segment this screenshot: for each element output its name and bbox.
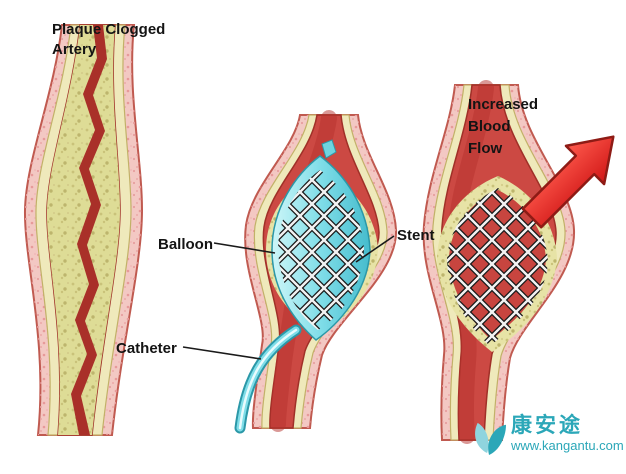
label-leader-lines [182,235,395,360]
stent-label: Stent [397,227,435,244]
balloon-label: Balloon [158,236,213,253]
watermark-brand: 康安途 [511,414,583,437]
increased-blood-flow-label: Increased Blood Flow [468,96,539,157]
stent-leader-line [355,235,395,263]
left-artery-plaque-clogged [23,24,144,436]
leaf-icon [475,422,506,455]
balloon-leader-line [213,242,276,254]
right-artery-stent-open [422,80,576,444]
narrowed-blood-channel [71,25,107,435]
expanded-stent-mesh [447,188,548,346]
stent-mesh-on-balloon [278,170,364,330]
catheter-leader-line [182,346,262,360]
catheter-label: Catheter [116,340,177,357]
balloon-tip-nub [321,139,337,159]
catheter-tube [234,324,302,434]
blood-flow-arrow [521,135,615,229]
diagram-title: Plaque Clogged Artery [52,21,166,58]
middle-artery-balloon-angioplasty [234,110,398,434]
watermark: 康安途 www.kangantu.com [472,414,624,460]
watermark-url: www.kangantu.com [511,438,624,454]
